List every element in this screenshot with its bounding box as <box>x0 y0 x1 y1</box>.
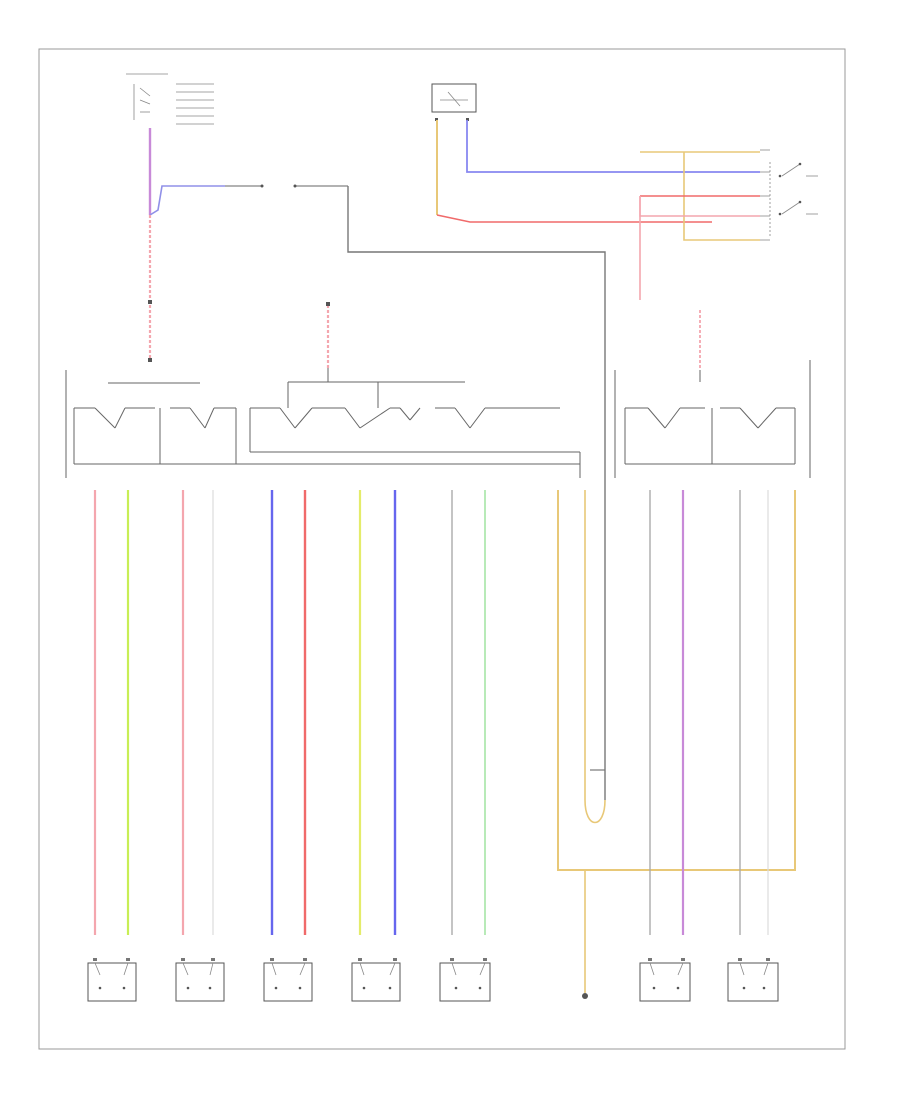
wire-red-module <box>436 214 712 223</box>
seat-motor-7 <box>727 962 779 1002</box>
wire-blue-module <box>466 120 760 173</box>
passenger-seat-switch <box>760 149 818 241</box>
splice <box>326 302 330 306</box>
splice <box>435 118 438 121</box>
switch-bank-left <box>65 370 580 478</box>
relay-module <box>431 83 477 113</box>
switch-bank-right <box>614 360 811 478</box>
wire-black-ground <box>347 186 606 800</box>
wire-tan-ground <box>557 490 796 871</box>
connector-dot <box>293 184 297 188</box>
wire-violet-branch <box>149 185 225 216</box>
wire-pink-switch-2 <box>639 196 760 217</box>
connector-dot <box>260 184 264 188</box>
seat-motor-2 <box>175 962 225 1002</box>
splice <box>148 358 152 362</box>
splice <box>466 118 469 121</box>
seat-motor-1 <box>87 962 137 1002</box>
wire-tan-ground-2 <box>584 490 606 824</box>
connector-pins <box>93 958 770 961</box>
diagram-frame <box>38 48 846 1050</box>
switch-bank-center <box>249 407 581 478</box>
ignition-switch <box>126 73 214 125</box>
seat-motor-5 <box>439 962 491 1002</box>
ground-point <box>582 993 588 999</box>
seat-motor-3 <box>263 962 313 1002</box>
wire-tan-switch-vertical <box>683 152 760 241</box>
splice <box>148 300 152 304</box>
seat-motor-4 <box>351 962 401 1002</box>
seat-motor-6 <box>639 962 691 1002</box>
